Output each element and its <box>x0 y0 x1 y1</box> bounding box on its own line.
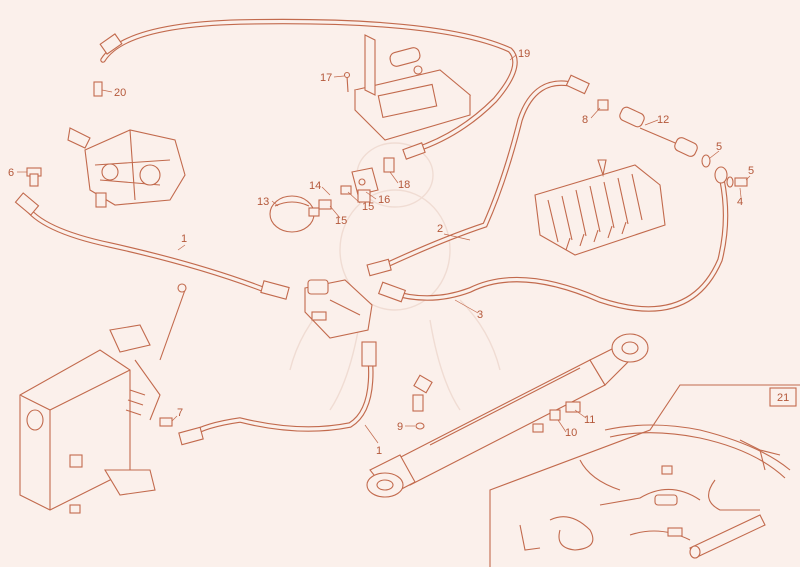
hydraulic-cylinder <box>366 333 649 498</box>
callout-19: 19 <box>518 48 530 60</box>
fitting-9 <box>412 374 433 430</box>
hydraulic-tank <box>19 283 187 514</box>
inset-21-wiring-kit <box>489 384 800 567</box>
callout-15-left: 15 <box>335 215 347 227</box>
callout-18: 18 <box>398 179 410 191</box>
fitting-20 <box>93 81 113 97</box>
callout-12: 12 <box>657 114 669 126</box>
callout-2: 2 <box>437 223 443 235</box>
leader-lines <box>17 54 751 444</box>
hose-3 <box>377 166 729 312</box>
mounting-bracket <box>353 34 472 141</box>
fitting-6 <box>26 167 42 187</box>
washer-5-a <box>701 154 711 168</box>
callout-17: 17 <box>320 72 332 84</box>
inset-label-21: 21 <box>777 392 789 404</box>
bolt-4 <box>726 176 748 188</box>
hose-1-lower <box>178 341 377 446</box>
bolt-17 <box>343 71 351 93</box>
control-valve-block <box>534 159 666 256</box>
callout-14: 14 <box>309 180 321 192</box>
accumulator-13 <box>269 195 320 233</box>
callout-6: 6 <box>8 167 14 179</box>
watermark-mascot <box>289 142 501 411</box>
callout-7: 7 <box>177 407 183 419</box>
callout-1-lower: 1 <box>376 445 382 457</box>
callout-13: 13 <box>257 196 269 208</box>
callout-20: 20 <box>114 87 126 99</box>
hose-2 <box>366 74 590 277</box>
callout-4: 4 <box>737 196 743 208</box>
hydraulic-pump <box>67 127 186 208</box>
fitting-10-11 <box>532 401 581 433</box>
callout-9: 9 <box>397 421 403 433</box>
callout-15-right: 15 <box>362 201 374 213</box>
callout-5-left: 5 <box>716 141 722 153</box>
solenoid-valve <box>304 279 373 339</box>
actuator-12 <box>619 106 698 157</box>
hose-1-upper <box>14 192 290 300</box>
callout-10: 10 <box>565 427 577 439</box>
callout-1-upper: 1 <box>181 233 187 245</box>
callout-8: 8 <box>582 114 588 126</box>
callout-3: 3 <box>477 309 483 321</box>
callouts: 1 1 2 3 4 5 5 6 7 8 9 10 11 12 13 14 15 … <box>8 48 789 457</box>
fitting-8 <box>597 99 609 111</box>
callout-5-right: 5 <box>748 165 754 177</box>
fitting-7 <box>159 417 173 427</box>
callout-11: 11 <box>584 414 595 426</box>
fitting-18 <box>383 157 395 173</box>
callout-16: 16 <box>378 194 390 206</box>
hose-19 <box>99 18 518 160</box>
